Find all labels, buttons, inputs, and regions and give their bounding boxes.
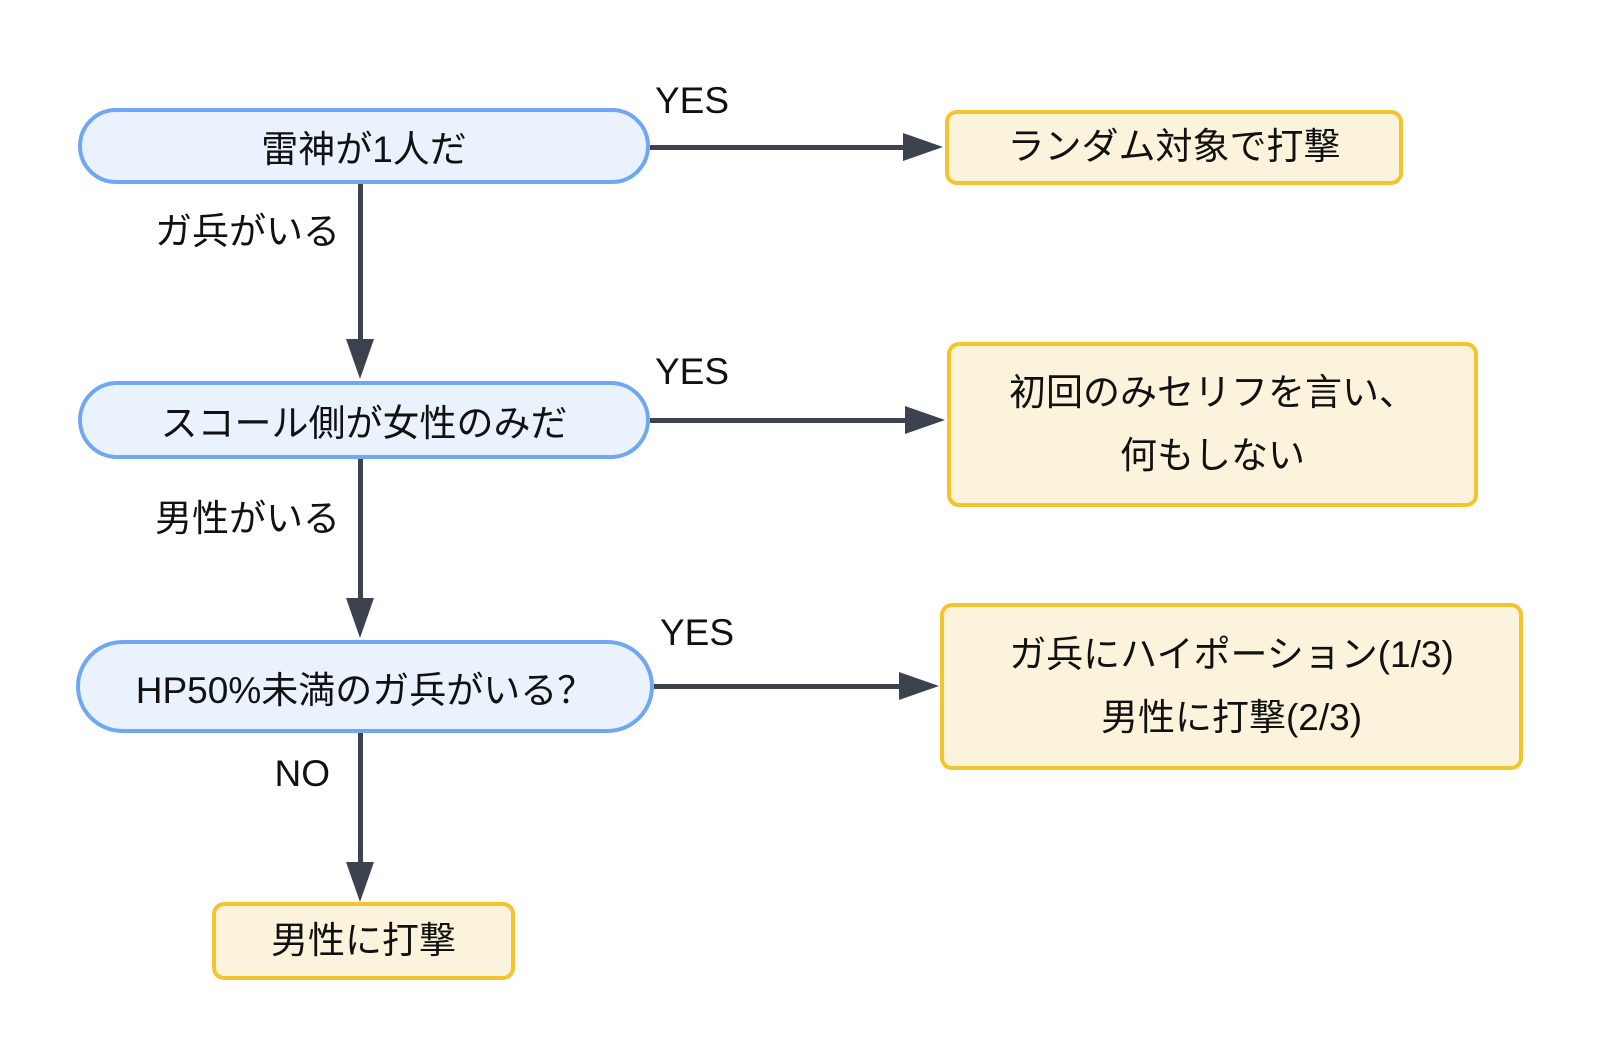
decision-node-1-label: 雷神が1人だ bbox=[261, 129, 467, 170]
edge-label-no-3: NO bbox=[274, 753, 331, 794]
connector-no-3-line bbox=[358, 733, 363, 864]
connector-down-2-line bbox=[358, 459, 363, 600]
decision-node-3: HP50%未満のガ兵がいる？ bbox=[76, 640, 654, 733]
result-node-3-line-1: ガ兵にハイポーション(1/3) bbox=[1009, 633, 1454, 675]
connector-yes-2-line bbox=[650, 418, 908, 423]
arrow-right-icon bbox=[905, 406, 945, 434]
edge-label-yes-1: YES bbox=[655, 80, 730, 121]
connector-down-1-line bbox=[358, 184, 363, 341]
decision-node-2: スコール側が女性のみだ bbox=[78, 381, 650, 459]
decision-node-3-label: HP50%未満のガ兵がいる？ bbox=[135, 669, 595, 711]
result-node-2-line-1: 初回のみセリフを言い、 bbox=[1009, 371, 1416, 413]
arrow-down-icon bbox=[346, 598, 374, 638]
arrow-right-icon bbox=[899, 672, 939, 700]
edge-label-yes-3: YES bbox=[660, 612, 735, 653]
edge-label-yes-2: YES bbox=[655, 351, 730, 392]
arrow-right-icon bbox=[903, 133, 943, 161]
result-node-4: 男性に打撃 bbox=[212, 902, 515, 980]
edge-label-down-2: 男性がいる bbox=[155, 498, 340, 539]
arrow-down-icon bbox=[346, 862, 374, 902]
edge-label-down-1: ガ兵がいる bbox=[155, 211, 340, 252]
decision-node-2-label: スコール側が女性のみだ bbox=[160, 403, 568, 444]
decision-node-1: 雷神が1人だ bbox=[78, 108, 650, 184]
result-node-1: ランダム対象で打撃 bbox=[945, 110, 1403, 185]
result-node-3: ガ兵にハイポーション(1/3) 男性に打撃(2/3) bbox=[940, 603, 1523, 770]
result-node-4-line-1: 男性に打撃 bbox=[271, 919, 456, 961]
result-node-3-line-2: 男性に打撃(2/3) bbox=[1100, 696, 1363, 738]
result-node-2: 初回のみセリフを言い、 何もしない bbox=[947, 342, 1478, 507]
result-node-1-line-1: ランダム対象で打撃 bbox=[1007, 126, 1341, 168]
result-node-2-line-2: 何もしない bbox=[1120, 434, 1305, 476]
connector-yes-3-line bbox=[654, 684, 902, 689]
connector-yes-1-line bbox=[650, 145, 906, 150]
arrow-down-icon bbox=[346, 339, 374, 379]
